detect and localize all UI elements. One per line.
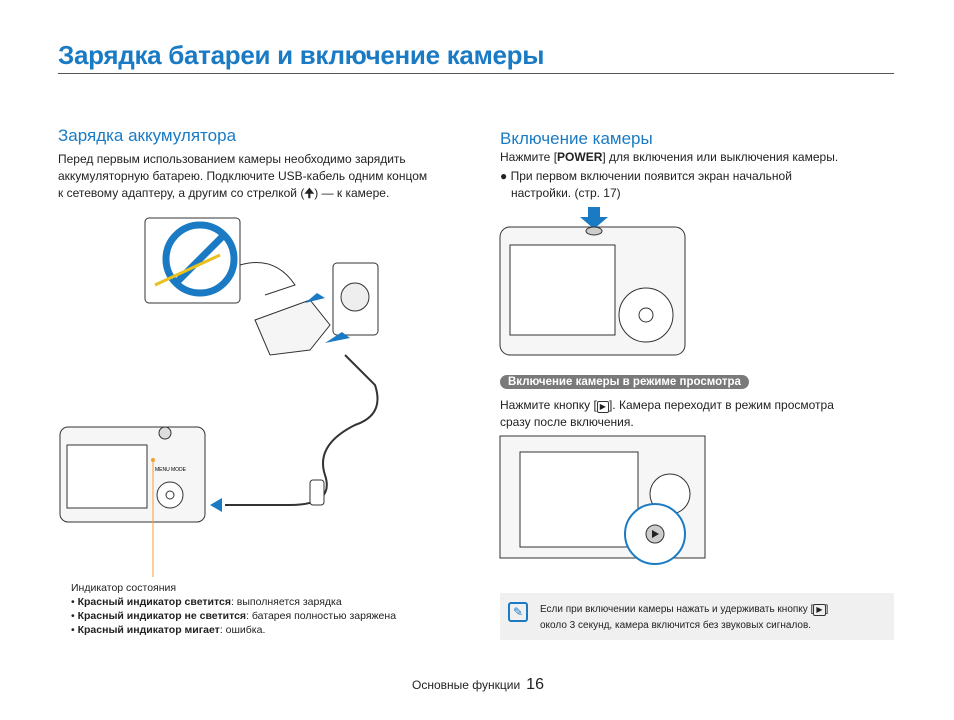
first-power-bullet: ● При первом включении появится экран на… — [500, 169, 792, 183]
text-part: ] — [825, 604, 829, 615]
text-part: Если при включении камеры нажать и удерж… — [540, 604, 814, 615]
text-part: При первом включении появится экран нача… — [510, 169, 792, 183]
charging-line-part: к сетевому адаптеру, а другим со стрелко… — [58, 186, 305, 200]
indicator-item: • Красный индикатор мигает: ошибка. — [71, 624, 266, 636]
camera-top-illustration — [499, 207, 686, 356]
page-footer: Основные функции 16 — [412, 676, 544, 694]
indicator-meaning: : ошибка. — [219, 624, 266, 636]
text-part: настройки. (стр. 17) — [511, 186, 621, 200]
indicator-meaning: : батарея полностью заряжена — [246, 610, 397, 622]
text-part: ] для включения или выключения камеры. — [602, 150, 839, 164]
note-box: ✎ Если при включении камеры нажать и уде… — [500, 593, 894, 640]
text-part: сразу после включения. — [500, 415, 634, 429]
footer-section: Основные функции — [412, 678, 521, 692]
power-heading: Включение камеры — [500, 129, 653, 148]
camera-back-illustration — [499, 435, 706, 565]
indicator-item: • Красный индикатор светится: выполняетс… — [71, 596, 342, 608]
charging-text: Перед первым использованием камеры необх… — [58, 151, 427, 202]
page-title: Зарядка батареи и включение камеры — [58, 40, 545, 70]
indicator-title: Индикатор состояния — [71, 582, 177, 594]
indicator-item: • Красный индикатор не светится: батарея… — [71, 610, 397, 622]
ac-adapter — [254, 299, 331, 356]
text-part: Нажмите [ — [500, 150, 558, 164]
power-key-label: POWER — [557, 150, 603, 164]
playback-mode-pill: Включение камеры в режиме просмотра — [500, 375, 749, 389]
playback-text: Нажмите кнопку [▶]. Камера переходит в р… — [500, 397, 834, 431]
charging-line: Перед первым использованием камеры необх… — [58, 152, 406, 166]
indicator-state: Красный индикатор не светится — [77, 610, 247, 622]
power-instruction: Нажмите [POWER] для включения или выключ… — [500, 149, 894, 166]
press-arrow-icon — [580, 207, 608, 229]
mode-label: MODE — [171, 467, 187, 473]
charging-line: к сетевому адаптеру, а другим со стрелко… — [58, 185, 427, 202]
indicator-info: Индикатор состояния • Красный индикатор … — [71, 581, 396, 637]
charging-illustration: MENU MODE — [59, 217, 379, 577]
text-part: Нажмите кнопку [ — [500, 398, 597, 412]
charging-line: аккумуляторную батарею. Подключите USB-к… — [58, 169, 428, 183]
indicator-state: Красный индикатор светится — [77, 596, 231, 608]
playback-button-icon: ▶ — [813, 604, 826, 616]
arrow-up-icon: 🠉 — [304, 186, 315, 200]
prohibited-icon — [162, 221, 238, 297]
playback-button-icon: ▶ — [596, 401, 609, 413]
title-divider — [58, 73, 894, 74]
note-icon: ✎ — [508, 602, 528, 622]
text-part: около 3 секунд, камера включится без зву… — [540, 620, 812, 631]
page-number: 16 — [526, 676, 544, 693]
indicator-state: Красный индикатор мигает — [77, 624, 220, 636]
text-part: ]. Камера переходит в режим просмотра — [608, 398, 834, 412]
indicator-meaning: : выполняется зарядка — [230, 596, 342, 608]
usb-cable — [225, 354, 379, 506]
charging-heading: Зарядка аккумулятора — [58, 126, 237, 145]
power-text: Нажмите [POWER] для включения или выключ… — [500, 149, 894, 202]
charging-line-part: ) — к камере. — [314, 186, 390, 200]
menu-label: MENU — [155, 467, 170, 473]
note-text: Если при включении камеры нажать и удерж… — [540, 602, 828, 634]
